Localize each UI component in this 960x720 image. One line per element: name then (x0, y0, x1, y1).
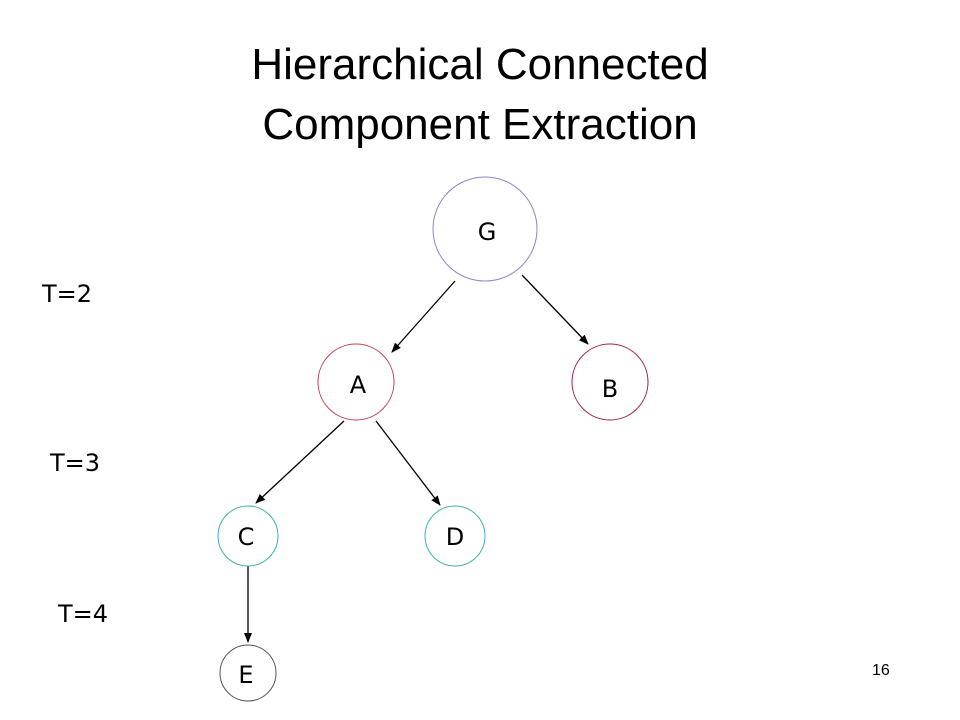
node-c-label: C (238, 523, 255, 551)
node-d-circle (424, 505, 486, 567)
node-e: E (219, 644, 277, 702)
node-b-circle (571, 343, 649, 421)
node-g: G (432, 176, 538, 282)
node-a: A (317, 343, 395, 421)
page-number: 16 (872, 662, 890, 679)
edge-g-a (391, 280, 456, 353)
node-c: C (217, 505, 279, 567)
slide-title-line-2: Component Extraction (262, 100, 698, 149)
node-b: B (571, 343, 649, 421)
slide-title-line-1: Hierarchical Connected (251, 40, 709, 89)
edge-a-d (375, 420, 441, 506)
node-a-circle (317, 343, 395, 421)
node-e-label: E (238, 661, 253, 689)
node-a-label: A (350, 371, 367, 399)
edge-a-c (255, 420, 345, 504)
node-g-label: G (478, 218, 497, 246)
threshold-label-t2: T=2 (42, 280, 93, 308)
node-d: D (424, 505, 486, 567)
edge-g-b (521, 274, 589, 345)
node-c-circle (217, 505, 279, 567)
threshold-label-t4: T=4 (58, 600, 109, 628)
threshold-label-t3: T=3 (50, 449, 101, 477)
node-g-circle (432, 176, 538, 282)
node-d-label: D (446, 523, 464, 551)
node-b-label: B (602, 375, 618, 403)
node-e-circle (219, 644, 277, 702)
